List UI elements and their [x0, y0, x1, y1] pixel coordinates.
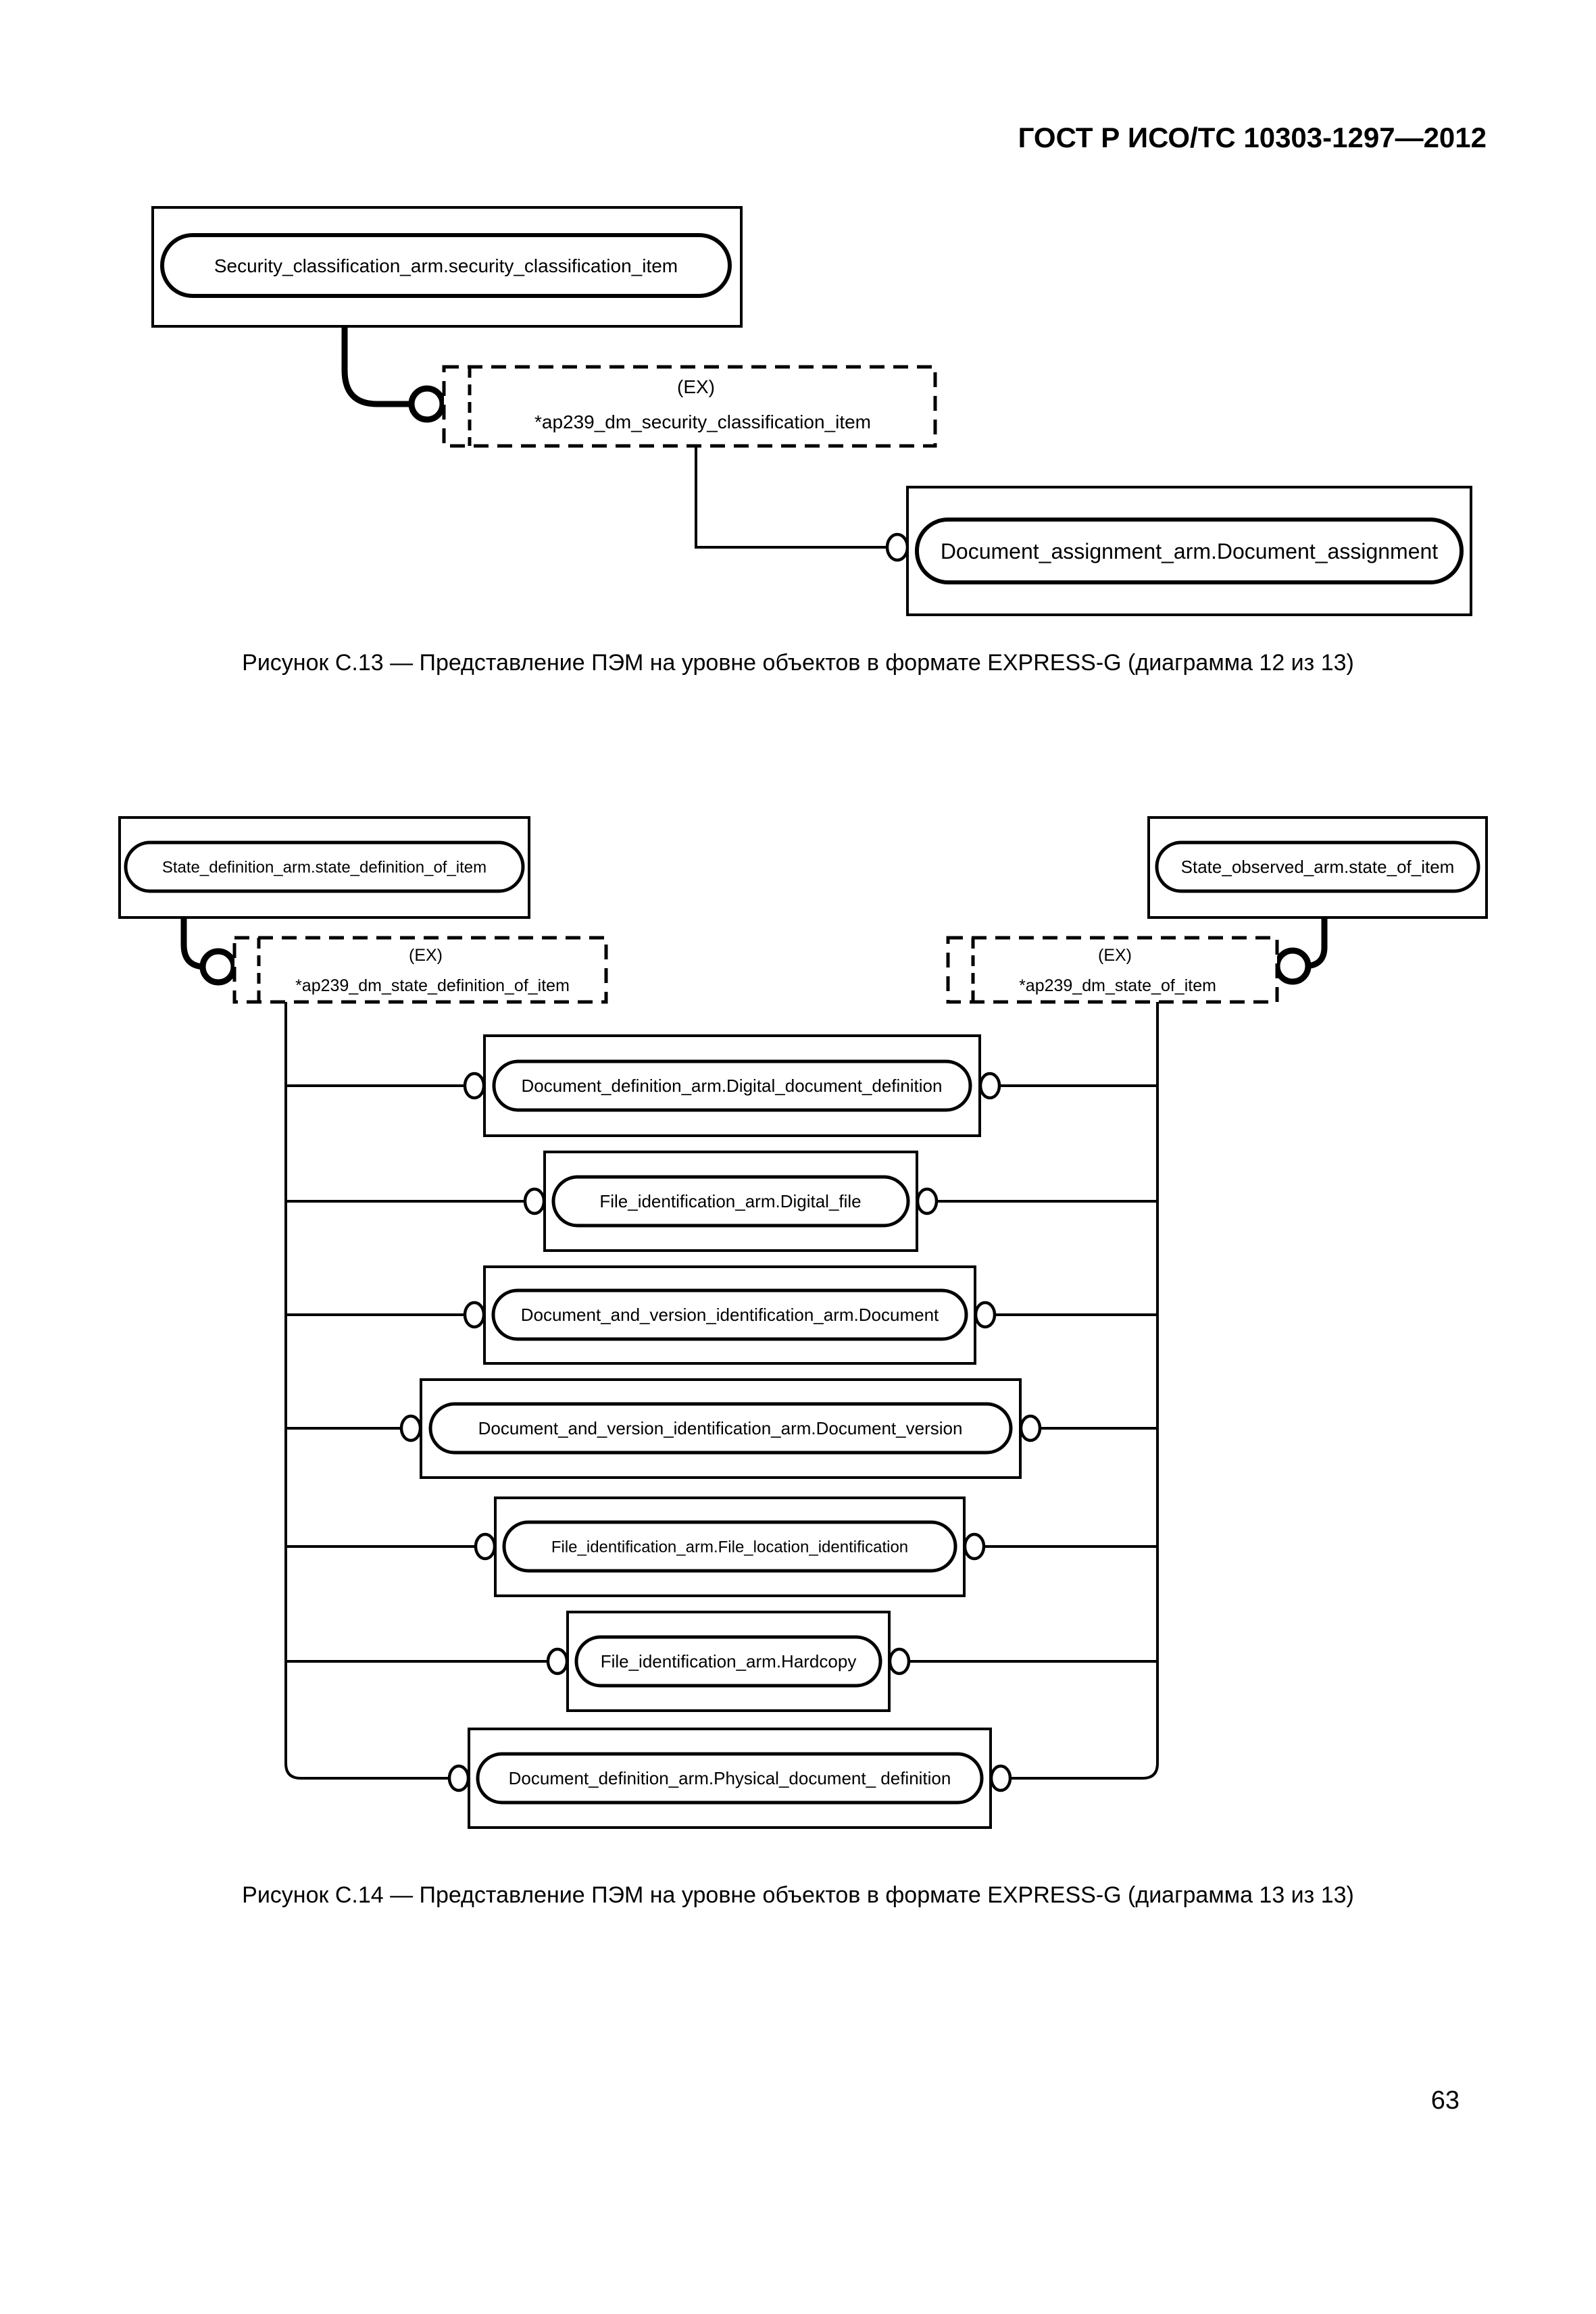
entity-label-state-definition-of-item: State_definition_arm.state_definition_of…: [162, 858, 487, 876]
left-rail: [284, 1002, 449, 1780]
entity-pill: [428, 1402, 1013, 1455]
small-circle-connector: [888, 1647, 911, 1676]
interschema-ref-box: [442, 365, 937, 448]
ap239-security-classification-label: *ap239_dm_security_classification_item: [534, 411, 871, 432]
small-circle-connector: [546, 1647, 569, 1676]
interschema-ref-box-left: [232, 936, 608, 1004]
small-circle-connector: [474, 1532, 497, 1561]
entity-pill: [491, 1288, 968, 1341]
entity-pill: [1155, 840, 1480, 893]
ap239-state-definition-label: *ap239_dm_state_definition_of_item: [295, 976, 570, 995]
small-circle-connector: [447, 1764, 470, 1792]
small-circle-connector: [523, 1187, 546, 1215]
small-circle-connector: [978, 1072, 1001, 1100]
entity-label-physical-document-definition: Document_definition_arm.Physical_documen…: [509, 1768, 951, 1788]
small-circle-connector: [989, 1764, 1012, 1792]
connector-ex-to-document-assignment: [695, 446, 887, 549]
entity-pill: [551, 1175, 910, 1228]
small-circle-connector: [463, 1072, 486, 1100]
entity-pill: [492, 1059, 972, 1112]
entity-label-digital-file: File_identification_arm.Digital_file: [599, 1191, 861, 1211]
connector-security-to-ex: [341, 326, 413, 407]
entity-label-digital-document-definition: Document_definition_arm.Digital_document…: [522, 1076, 943, 1096]
entity-pill: [574, 1635, 882, 1688]
entity-label-security-classification-item: Security_classification_arm.security_cla…: [214, 255, 678, 276]
right-rail: [1011, 1002, 1159, 1780]
ap239-state-of-item-label: *ap239_dm_state_of_item: [1019, 976, 1216, 995]
small-circle-connector: [963, 1532, 986, 1561]
entity-pill: [160, 233, 732, 298]
page-header-title: ГОСТ Р ИСО/ТС 10303-1297—2012: [1018, 122, 1487, 153]
figure-c14-diagram: State_definition_arm.state_definition_of…: [118, 816, 1488, 1829]
entity-pill: [915, 518, 1464, 584]
entity-label-state-of-item: State_observed_arm.state_of_item: [1181, 857, 1455, 877]
entity-pill: [476, 1752, 984, 1805]
small-circle-connector: [1019, 1414, 1042, 1442]
small-circle-connector: [463, 1301, 486, 1329]
ex-tag-label-right: (EX): [1098, 946, 1132, 965]
entity-pill: [502, 1520, 957, 1573]
page-number: 63: [1430, 2086, 1460, 2115]
small-circle-connector: [399, 1414, 422, 1442]
figure-c13-caption: Рисунок С.13 — Представление ПЭМ на уров…: [242, 650, 1354, 676]
small-circle-connector: [885, 532, 909, 562]
entity-label-document: Document_and_version_identification_arm.…: [521, 1305, 939, 1325]
open-circle-connector-right: [1274, 947, 1312, 985]
entity-pill: [124, 840, 525, 893]
open-circle-connector: [408, 385, 446, 423]
entity-label-file-location-identification: File_identification_arm.File_location_id…: [551, 1538, 908, 1556]
entity-label-document-assignment: Document_assignment_arm.Document_assignm…: [941, 539, 1438, 563]
small-circle-connector: [916, 1187, 939, 1215]
ex-tag-label: (EX): [677, 376, 715, 397]
entity-label-document-version: Document_and_version_identification_arm.…: [478, 1418, 963, 1438]
small-circle-connector: [974, 1301, 997, 1329]
ex-tag-label-left: (EX): [409, 946, 443, 965]
interschema-ref-box-right: [946, 936, 1279, 1004]
open-circle-connector-left: [199, 948, 237, 986]
figure-c13-diagram: Security_classification_arm.security_cla…: [151, 206, 1472, 616]
entity-label-hardcopy: File_identification_arm.Hardcopy: [601, 1651, 857, 1671]
figure-c14-caption: Рисунок С.14 — Представление ПЭМ на уров…: [242, 1882, 1354, 1908]
